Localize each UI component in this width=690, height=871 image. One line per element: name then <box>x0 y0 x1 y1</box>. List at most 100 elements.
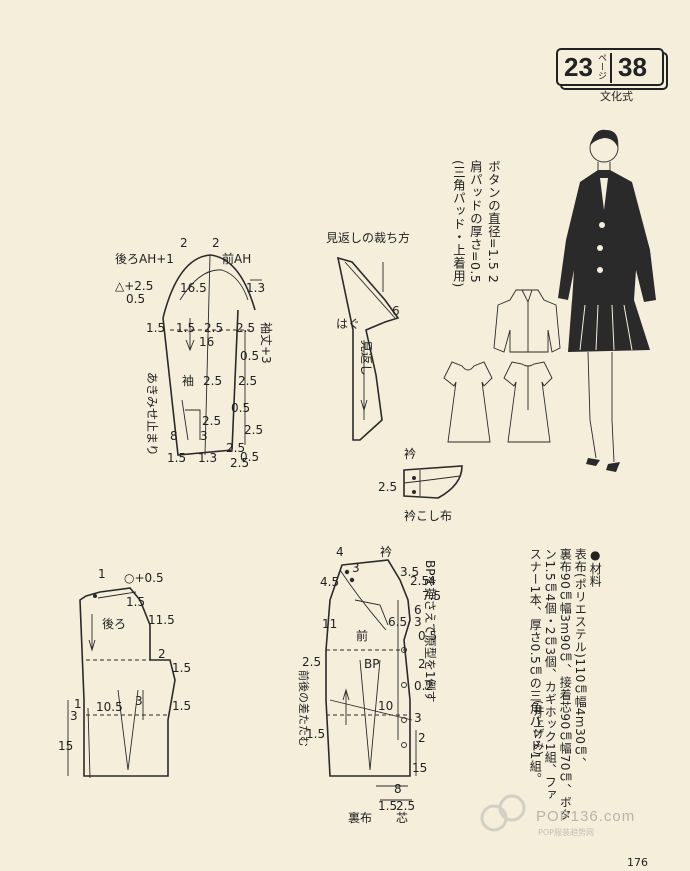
sleeve-num: 2 <box>212 236 220 250</box>
sleeve-pattern: 2 2 後ろAH+1 前AH △+2.5 0.5 16.5 1.3 1.5 1.… <box>115 236 265 470</box>
back-bodice-num: 3 <box>70 709 78 723</box>
back-bodice-num: 1 <box>74 697 82 711</box>
collar-stand-pattern: 衿 2.5 衿こし布 <box>378 446 463 523</box>
materials-credit: (井上げみ) <box>531 700 545 756</box>
back-bodice-num: ○+0.5 <box>124 571 164 585</box>
dress-back-sketch <box>503 361 553 443</box>
front-bodice-num: 3 <box>352 561 360 575</box>
sleeve-front-ah: 前AH <box>222 251 251 266</box>
collar-stand-name: 衿こし布 <box>404 508 452 523</box>
sleeve-num: 1.3 <box>246 281 265 295</box>
front-interfacing-label: 芯 <box>396 811 408 825</box>
sleeve-num: 2.5 <box>226 441 245 455</box>
sleeve-num: 8 <box>170 429 178 443</box>
front-bodice-num: 7.5 <box>422 589 441 603</box>
materials-line-2: 裏布90㎝幅3m90㎝、接着芯90㎝幅70㎝、ボタ <box>558 548 573 821</box>
dress-front-sketch <box>443 361 493 443</box>
front-bodice-num: 2 <box>418 657 426 671</box>
front-bodice-pattern: 衿 4 3 4.5 3.5 2.5 4 7.5 6 6.5 3 0.5 11 前… <box>302 544 441 825</box>
facing-pattern: 見返しの裁ち方 はぐ 6 <box>326 230 410 441</box>
front-tuck-note: 前後の差たたむ <box>297 670 311 747</box>
page-number: 176 <box>627 856 648 869</box>
back-bodice-num: 10.5 <box>96 700 123 714</box>
collar-stand-num: 2.5 <box>378 480 397 494</box>
sleeve-num: 0.5 <box>231 401 250 415</box>
back-bodice-num: 1.5 <box>126 595 145 609</box>
materials-line-1: 表布(ポリエステル)110㎝幅4m30㎝、 <box>573 548 588 770</box>
badge-style: 文化式 <box>600 90 633 103</box>
front-bodice-num: 4 <box>428 574 436 588</box>
sleeve-num: 1.5 <box>167 451 186 465</box>
sleeve-num: 2.5 <box>202 414 221 428</box>
front-bodice-num: 3.5 <box>400 565 419 579</box>
sleeve-num: △+2.5 <box>115 279 153 293</box>
back-bodice-num: 2 <box>158 647 166 661</box>
page-badge: 23 ページ 38 <box>556 48 668 90</box>
button-note: ボタンの直径=1.5 2 <box>485 160 501 284</box>
front-bodice-num: 2 <box>418 731 426 745</box>
badge-unit: ページ <box>596 53 606 80</box>
back-bodice-num: 11.5 <box>148 613 175 627</box>
watermark-text: POP136.com <box>536 808 636 825</box>
sleeve-num: 2.5 <box>238 374 257 388</box>
sleeve-num: 2.5 <box>203 374 222 388</box>
sleeve-num: 2.5 <box>244 423 263 437</box>
sleeve-num: 0.5 <box>240 450 259 464</box>
sleeve-num: 16 <box>199 335 214 349</box>
jacket-flat-sketch <box>493 289 561 353</box>
sleeve-num: 2.5 <box>236 321 255 335</box>
back-bodice-num: 15 <box>58 739 73 753</box>
shoulder-pad-paren: (三角パッド・上着用) <box>450 160 466 288</box>
front-bodice-num: 1.5 <box>306 727 325 741</box>
back-bodice-num: 1.5 <box>172 699 191 713</box>
materials-title: ●材料 <box>588 548 603 588</box>
front-lining-label: 裏布 <box>348 810 372 825</box>
front-bodice-num: 0.5 <box>418 629 437 643</box>
sleeve-num: 16.5 <box>180 281 207 295</box>
facing-seam-label: はぐ <box>336 317 360 331</box>
sleeve-length-label: 袖丈+3 <box>259 322 274 364</box>
back-bodice-name: 後ろ <box>102 617 126 631</box>
front-bodice-num: 4 <box>336 545 344 559</box>
sleeve-num: 2.5 <box>230 456 249 470</box>
front-bp-note: BPを押さえて原型を1倒す <box>423 560 437 703</box>
sleeve-num: 3 <box>200 429 208 443</box>
materials-line-3: ン1.5㎝4個・2㎝3個、カギホック1組、ファ <box>543 548 558 802</box>
front-bodice-num: 10 <box>378 699 393 713</box>
front-bodice-num: 3 <box>414 711 422 725</box>
front-collar-label: 衿 <box>380 544 392 559</box>
sleeve-num: 2.5 <box>204 321 223 335</box>
back-bodice-num: 3 <box>135 694 143 708</box>
front-bodice-num: 2.5 <box>410 574 429 588</box>
front-bodice-num: 11 <box>322 617 337 631</box>
front-bodice-num: 8 <box>394 782 402 796</box>
model-illustration <box>558 129 656 472</box>
sleeve-num: 1.3 <box>198 451 217 465</box>
front-bodice-num: 0.2 <box>414 679 433 693</box>
watermark-subtext: POP服装趋势网 <box>538 828 594 837</box>
facing-name: 見返し <box>359 340 373 376</box>
sleeve-back-ah: 後ろAH+1 <box>115 252 174 266</box>
badge-left-number: 23 <box>564 52 593 82</box>
sleeve-num: 1.5 <box>146 321 165 335</box>
back-bodice-num: 1.5 <box>172 661 191 675</box>
back-bodice-num: 1 <box>98 567 106 581</box>
back-bodice-pattern: 1 ○+0.5 1.5 11.5 後ろ 2 1.5 1 3 10.5 3 15 … <box>58 567 191 779</box>
front-bodice-name: 前 <box>356 628 368 643</box>
front-bodice-num: 6 <box>414 603 422 617</box>
front-bodice-num: 3 <box>414 615 422 629</box>
collar-stand-title: 衿 <box>404 446 416 461</box>
facing-title: 見返しの裁ち方 <box>326 230 410 245</box>
front-bp-label: BP <box>364 657 379 671</box>
sleeve-slit-label: あきみせ止まり <box>145 372 159 456</box>
shoulder-pad-note: 肩パッドの厚さ=0.5 <box>467 160 483 284</box>
watermark-logo-icon <box>480 794 526 832</box>
sleeve-num: 0.5 <box>240 349 259 363</box>
materials-line-4: スナー1本、厚さ0.5㎝の三角パッド1組。 <box>528 548 543 785</box>
front-bodice-num: 15 <box>412 761 427 775</box>
sleeve-num: 1.5 <box>176 321 195 335</box>
front-bodice-num: 2.5 <box>302 655 321 669</box>
sleeve-num: 0.5 <box>126 292 145 306</box>
